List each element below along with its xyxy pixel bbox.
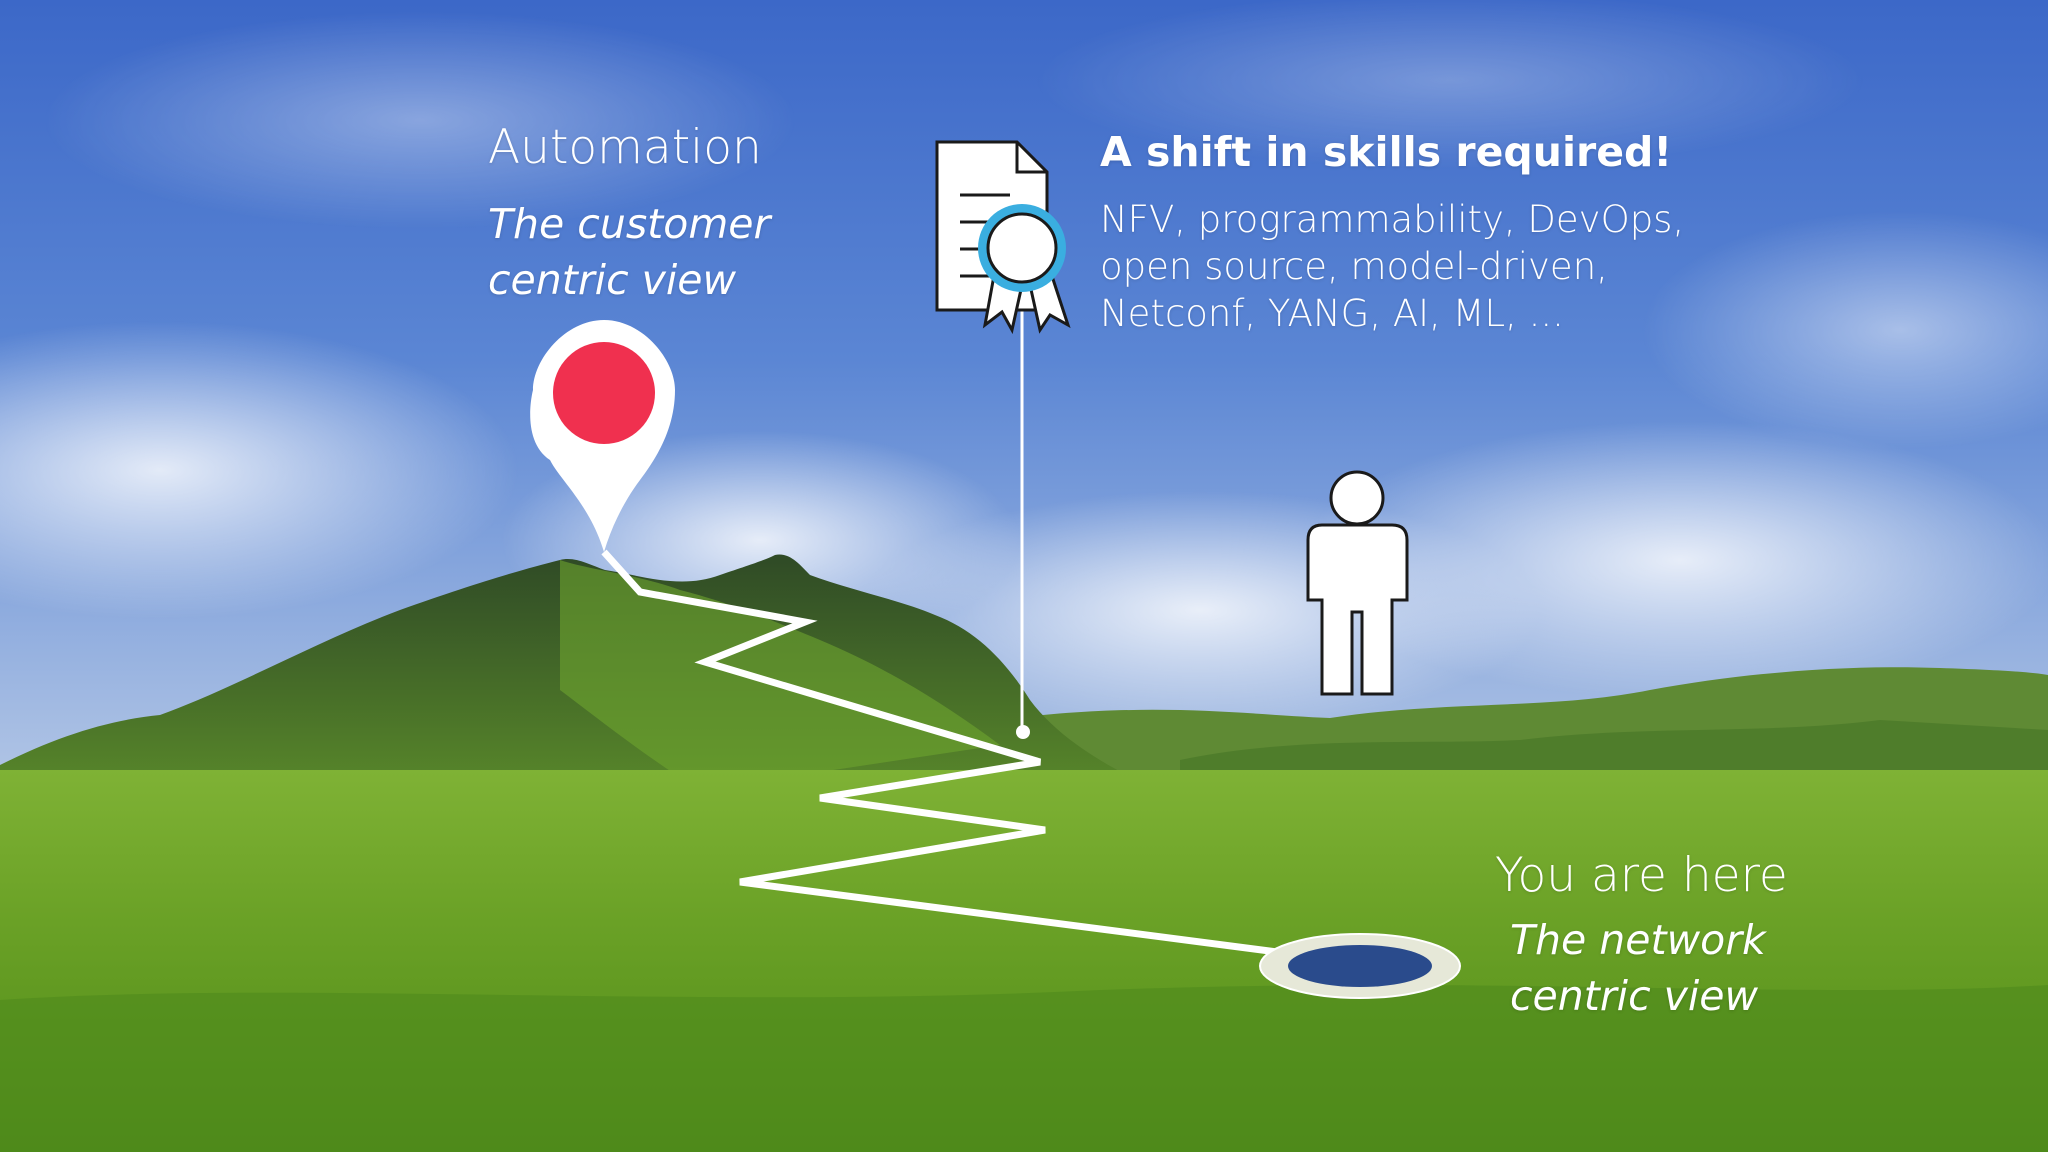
origin-title: You are here (1495, 848, 1788, 903)
destination-title: Automation (488, 120, 762, 175)
origin-subtitle-line: The network (1510, 916, 1766, 964)
skills-heading: A shift in skills required! (1100, 128, 1673, 176)
location-disc-icon (1259, 933, 1461, 999)
map-pin-icon (530, 320, 675, 552)
origin-subtitle: The network centric view (1510, 912, 1766, 1024)
connector-dot (1016, 725, 1030, 739)
destination-subtitle-line: centric view (488, 256, 737, 304)
destination-subtitle-line: The customer (488, 200, 771, 248)
skills-line: NFV, programmability, DevOps, (1100, 198, 1685, 241)
skills-line: open source, model-driven, (1100, 245, 1608, 288)
origin-subtitle-line: centric view (1510, 972, 1759, 1020)
destination-subtitle: The customer centric view (488, 196, 770, 308)
route-path (601, 549, 1301, 959)
certificate-icon (935, 140, 1071, 335)
skills-line: Netconf, YANG, AI, ML, ... (1100, 292, 1564, 335)
person-icon (1306, 470, 1409, 696)
skills-list: NFV, programmability, DevOps, open sourc… (1100, 196, 1684, 337)
